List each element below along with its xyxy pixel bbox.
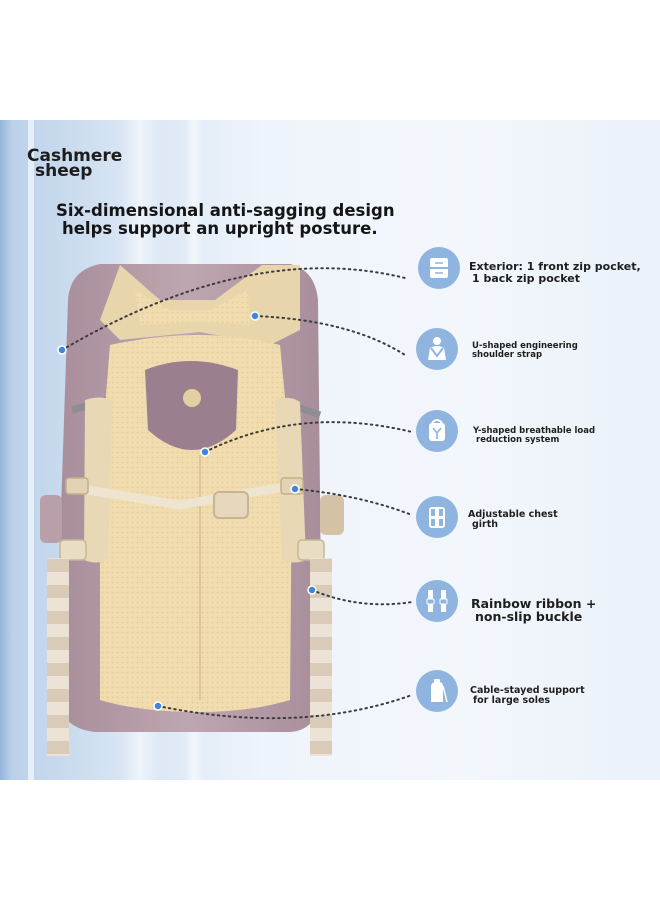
callout-line-5 [311, 589, 413, 606]
strap-slider-left [65, 477, 89, 495]
cable-support-icon [416, 670, 458, 712]
chest-buckle [213, 491, 249, 519]
ribbon-strap-right [310, 558, 332, 756]
feature-4-line2: girth [472, 518, 499, 530]
callout-line-6 [157, 694, 413, 720]
feature-4-text: Adjustable chest girth [468, 510, 558, 530]
callout-lines [61, 267, 413, 720]
light-streak [28, 120, 34, 780]
feature-6-line1: Cable-stayed support [470, 685, 585, 696]
feature-2-line2: shoulder strap [472, 349, 543, 360]
callout-line-4 [294, 488, 413, 516]
brand-name-line2: sheep [35, 161, 93, 181]
feature-2-line1: U-shaped engineering [472, 341, 578, 351]
brand-name-line1: Cashmere [27, 146, 123, 166]
callout-dots [57, 311, 317, 711]
light-streak [0, 120, 12, 780]
adjuster-right [297, 539, 325, 561]
adjuster-left [59, 539, 87, 561]
feature-3-line2: reduction system [476, 434, 560, 445]
feature-1-text: Exterior: 1 front zip pocket, 1 back zip… [469, 261, 641, 284]
feature-3-text: Y-shaped breathable load reduction syste… [473, 427, 595, 445]
shoulder-strap-left [84, 397, 112, 563]
feature-1-line2: 1 back zip pocket [472, 271, 581, 285]
chest-strap [74, 481, 291, 510]
shoulder-strap-icon [416, 328, 458, 370]
feature-5-text: Rainbow ribbon + non-slip buckle [471, 597, 596, 623]
ribbon-buckle-icon [416, 580, 458, 622]
logo-badge [183, 389, 201, 407]
load-reduction-icon [416, 410, 458, 452]
feature-6-text: Cable-stayed support for large soles [470, 686, 585, 706]
side-pocket-right [320, 495, 344, 535]
feature-3-line1: Y-shaped breathable load [473, 426, 596, 436]
chest-girth-icon [416, 496, 458, 538]
feature-4-line1: Adjustable chest [468, 509, 558, 520]
callout-line-2 [254, 315, 406, 356]
feature-6-line2: for large soles [473, 694, 551, 706]
ribbon-strap-left [47, 558, 69, 756]
side-pocket-left [40, 495, 62, 543]
feature-1-line1: Exterior: 1 front zip pocket, [469, 260, 641, 273]
feature-5-line2: non-slip buckle [475, 609, 583, 625]
callout-line-3 [204, 421, 413, 453]
feature-5-line1: Rainbow ribbon + [471, 596, 597, 611]
zip-pocket-icon [418, 247, 460, 289]
headline-line2: helps support an upright posture. [62, 219, 378, 238]
headline-line1: Six-dimensional anti-sagging design [56, 201, 395, 220]
callout-line-1 [61, 267, 406, 351]
top-yoke-mesh [135, 290, 250, 325]
feature-2-text: U-shaped engineering shoulder strap [472, 342, 578, 360]
